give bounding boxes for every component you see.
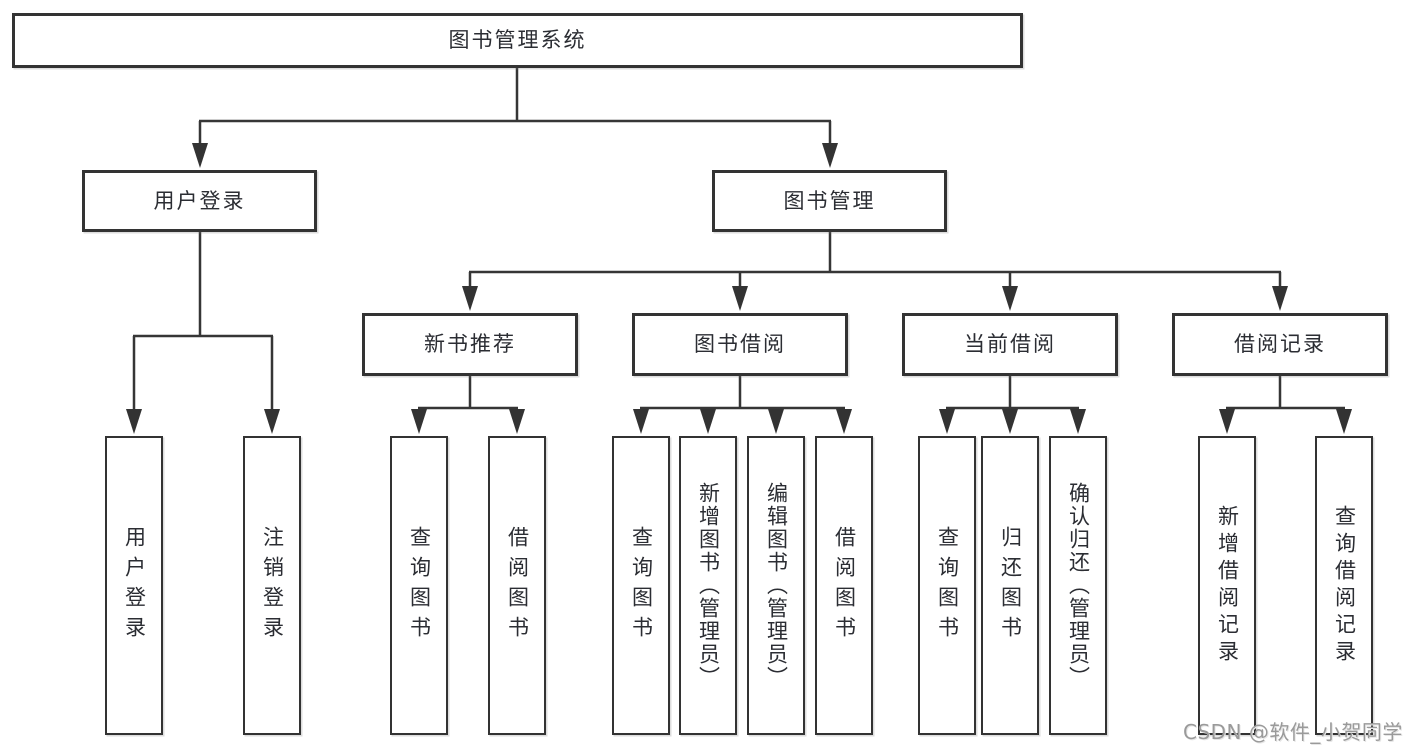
- leaf-edit-book-admin: 编辑图书（管理员）: [747, 436, 805, 735]
- leaf-borrow-books-recommend: 借阅图书: [488, 436, 546, 735]
- node-user-login: 用户登录: [82, 170, 317, 232]
- node-borrow-records: 借阅记录: [1172, 313, 1388, 376]
- node-book-management-label: 图书管理: [783, 188, 876, 213]
- leaf-add-borrow-record: 新增借阅记录: [1198, 436, 1256, 735]
- node-current-borrow: 当前借阅: [902, 313, 1118, 376]
- leaf-add-book-admin-label: 新增图书（管理员）: [696, 482, 721, 689]
- node-root: 图书管理系统: [12, 13, 1023, 68]
- leaf-add-borrow-record-label: 新增借阅记录: [1215, 504, 1240, 667]
- leaf-return-book: 归还图书: [981, 436, 1039, 735]
- node-root-label: 图书管理系统: [448, 28, 587, 52]
- leaf-confirm-return-admin-label: 确认归还（管理员）: [1066, 482, 1091, 689]
- leaf-query-borrow-record-label: 查询借阅记录: [1332, 504, 1357, 667]
- leaf-confirm-return-admin: 确认归还（管理员）: [1049, 436, 1107, 735]
- leaf-query-books-borrow-label: 查询图书: [629, 525, 654, 646]
- watermark: CSDN @软件_小贺同学: [1183, 720, 1403, 744]
- leaf-logout-label: 注销登录: [260, 525, 285, 646]
- leaf-return-book-label: 归还图书: [998, 525, 1023, 646]
- leaf-borrow-books: 借阅图书: [815, 436, 873, 735]
- leaf-query-books-borrow: 查询图书: [612, 436, 670, 735]
- leaf-query-books-recommend: 查询图书: [390, 436, 448, 735]
- leaf-borrow-books-label: 借阅图书: [832, 525, 857, 646]
- leaf-user-login: 用户登录: [105, 436, 163, 735]
- node-user-login-label: 用户登录: [153, 188, 246, 213]
- leaf-add-book-admin: 新增图书（管理员）: [679, 436, 737, 735]
- leaf-query-books-recommend-label: 查询图书: [407, 525, 432, 646]
- leaf-query-books-current: 查询图书: [918, 436, 976, 735]
- node-current-borrow-label: 当前借阅: [964, 332, 1056, 356]
- leaf-user-login-label: 用户登录: [122, 525, 147, 646]
- node-new-book-recommend: 新书推荐: [362, 313, 578, 376]
- node-borrow-records-label: 借阅记录: [1234, 332, 1326, 356]
- node-book-borrow: 图书借阅: [632, 313, 848, 376]
- node-new-book-recommend-label: 新书推荐: [424, 332, 516, 356]
- leaf-query-borrow-record: 查询借阅记录: [1315, 436, 1373, 735]
- node-book-management: 图书管理: [712, 170, 947, 232]
- leaf-query-books-current-label: 查询图书: [935, 525, 960, 646]
- node-book-borrow-label: 图书借阅: [694, 332, 786, 356]
- leaf-logout: 注销登录: [243, 436, 301, 735]
- leaf-borrow-books-recommend-label: 借阅图书: [505, 525, 530, 646]
- leaf-edit-book-admin-label: 编辑图书（管理员）: [764, 482, 789, 689]
